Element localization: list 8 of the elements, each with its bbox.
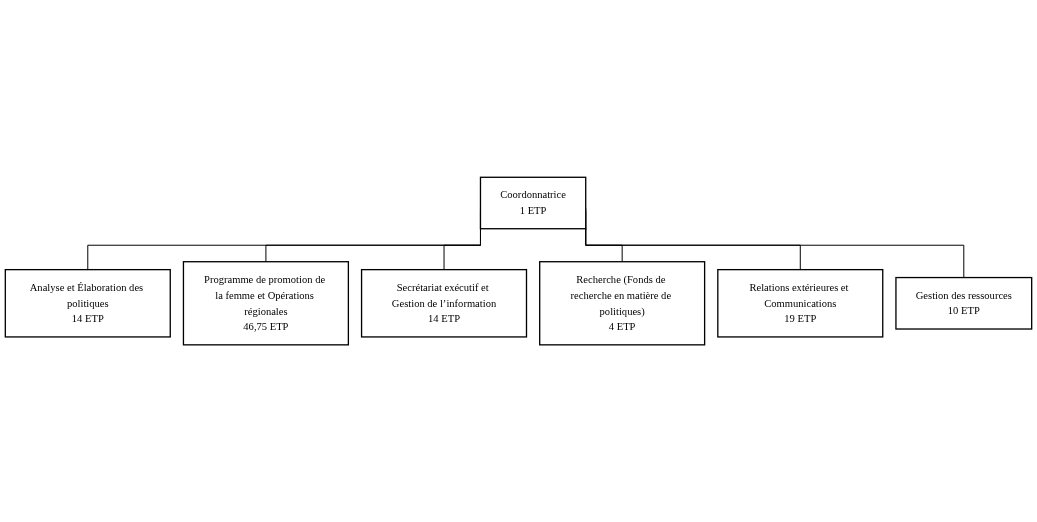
node-box: Recherche (Fonds de recherche en matière de politiques) 4 ETP <box>539 261 706 346</box>
node-box: Coordonnatrice 1 ETP <box>479 176 587 230</box>
connector <box>443 227 481 271</box>
node-box: Relations extérieures et Communications 19 ETP <box>717 268 884 338</box>
node-box: Secrétariat exécutif et Gestion de l’information 14 ETP <box>360 268 528 338</box>
node-box: Programme de promotion de la femme et Opérations régionales 46,75 ETP <box>182 261 350 346</box>
node-box: Gestion des ressources 10 ETP <box>895 276 1033 330</box>
node-box: Analyse et Élaboration des politiques 14 ETP <box>4 268 171 338</box>
